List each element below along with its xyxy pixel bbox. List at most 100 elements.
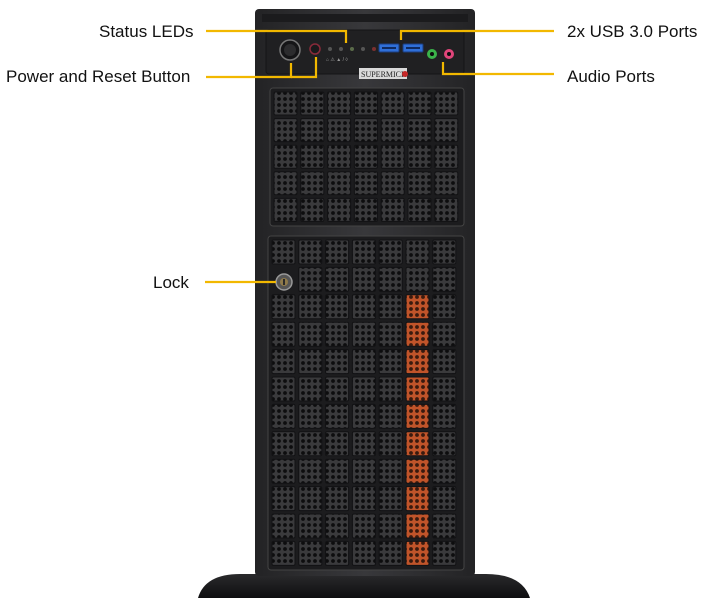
vent-cell — [351, 266, 376, 292]
vent-cell — [271, 513, 296, 539]
vent-cell — [353, 118, 378, 143]
vent-cell — [407, 91, 432, 116]
vent-cell — [351, 486, 376, 512]
vent-cell — [271, 321, 296, 347]
vent-cell — [271, 540, 296, 566]
vent-cell — [273, 144, 298, 169]
vent-cell — [298, 349, 323, 375]
vent-cell — [271, 431, 296, 457]
vent-cell — [432, 349, 457, 375]
label-power-reset: Power and Reset Button — [6, 67, 191, 86]
vent-cell — [434, 144, 459, 169]
status-leds: ⌂ ⚠ ▲ / ◊ — [326, 47, 376, 63]
vent-cell — [432, 431, 457, 457]
vent-cell — [298, 266, 323, 292]
reset-button-icon[interactable] — [309, 43, 321, 55]
vent-cell — [300, 118, 325, 143]
drive-indicator-cell — [405, 321, 430, 347]
vent-cell — [432, 321, 457, 347]
vent-cell — [353, 144, 378, 169]
vent-cell — [300, 171, 325, 196]
svg-text:⌂ ⚠ ▲ / ◊: ⌂ ⚠ ▲ / ◊ — [326, 57, 348, 63]
drive-indicator-cell — [405, 376, 430, 402]
vent-cell — [434, 118, 459, 143]
vent-cell — [298, 403, 323, 429]
vent-cell — [432, 239, 457, 265]
vent-cell — [273, 118, 298, 143]
vent-cell — [298, 486, 323, 512]
audio-jack-icon[interactable] — [427, 49, 454, 59]
drive-indicator-cell — [405, 349, 430, 375]
vent-cell — [325, 239, 350, 265]
vent-cell — [351, 540, 376, 566]
brand-logo: SUPERMICR — [361, 70, 407, 79]
vent-cell — [271, 458, 296, 484]
vent-cell — [300, 144, 325, 169]
drive-indicator-cell — [405, 513, 430, 539]
vent-cell — [298, 321, 323, 347]
leader-lines — [205, 29, 554, 284]
vent-cell — [434, 171, 459, 196]
label-status-leds: Status LEDs — [99, 22, 194, 41]
vent-cell — [378, 431, 403, 457]
vent-cell — [380, 197, 405, 222]
vent-cell — [271, 376, 296, 402]
vent-cell — [378, 239, 403, 265]
vent-cell — [298, 513, 323, 539]
usb-port-icon[interactable] — [378, 43, 424, 53]
vent-cell — [351, 513, 376, 539]
vent-cell — [378, 266, 403, 292]
vent-cell — [405, 266, 430, 292]
vent-cell — [432, 513, 457, 539]
vent-cell — [378, 294, 403, 320]
vent-cell — [432, 458, 457, 484]
vent-cell — [351, 239, 376, 265]
vent-cell — [271, 239, 296, 265]
vent-cell — [325, 431, 350, 457]
vent-cell — [353, 197, 378, 222]
vent-cell — [325, 403, 350, 429]
vent-cell — [273, 171, 298, 196]
power-button-icon[interactable] — [279, 39, 301, 61]
brand-badge — [359, 68, 407, 79]
lower-vent-grid — [271, 239, 457, 566]
vent-cell — [380, 91, 405, 116]
vent-cell — [378, 321, 403, 347]
vent-cell — [432, 266, 457, 292]
vent-cell — [271, 294, 296, 320]
vent-cell — [380, 118, 405, 143]
vent-cell — [351, 458, 376, 484]
vent-cell — [300, 91, 325, 116]
vent-cell — [434, 91, 459, 116]
vent-cell — [378, 513, 403, 539]
vent-cell — [298, 540, 323, 566]
leader-audio — [441, 62, 554, 76]
vent-cell — [273, 91, 298, 116]
vent-cell — [378, 403, 403, 429]
vent-cell — [271, 349, 296, 375]
vent-cell — [432, 403, 457, 429]
vent-cell — [351, 403, 376, 429]
lock-icon[interactable] — [275, 273, 293, 291]
drive-indicator-cell — [405, 403, 430, 429]
vent-cell — [407, 118, 432, 143]
label-lock: Lock — [153, 273, 189, 292]
vent-cell — [300, 197, 325, 222]
vent-cell — [353, 171, 378, 196]
vent-cell — [325, 349, 350, 375]
leader-reset — [291, 57, 318, 79]
vent-cell — [380, 144, 405, 169]
vent-cell — [351, 376, 376, 402]
vent-cell — [378, 349, 403, 375]
leader-usb — [399, 29, 554, 40]
vent-cell — [378, 458, 403, 484]
vent-cell — [325, 540, 350, 566]
label-audio-ports: Audio Ports — [567, 67, 655, 86]
vent-cell — [407, 197, 432, 222]
vent-cell — [378, 376, 403, 402]
vent-cell — [353, 91, 378, 116]
vent-cell — [351, 321, 376, 347]
vent-cell — [351, 431, 376, 457]
drive-indicator-cell — [405, 540, 430, 566]
